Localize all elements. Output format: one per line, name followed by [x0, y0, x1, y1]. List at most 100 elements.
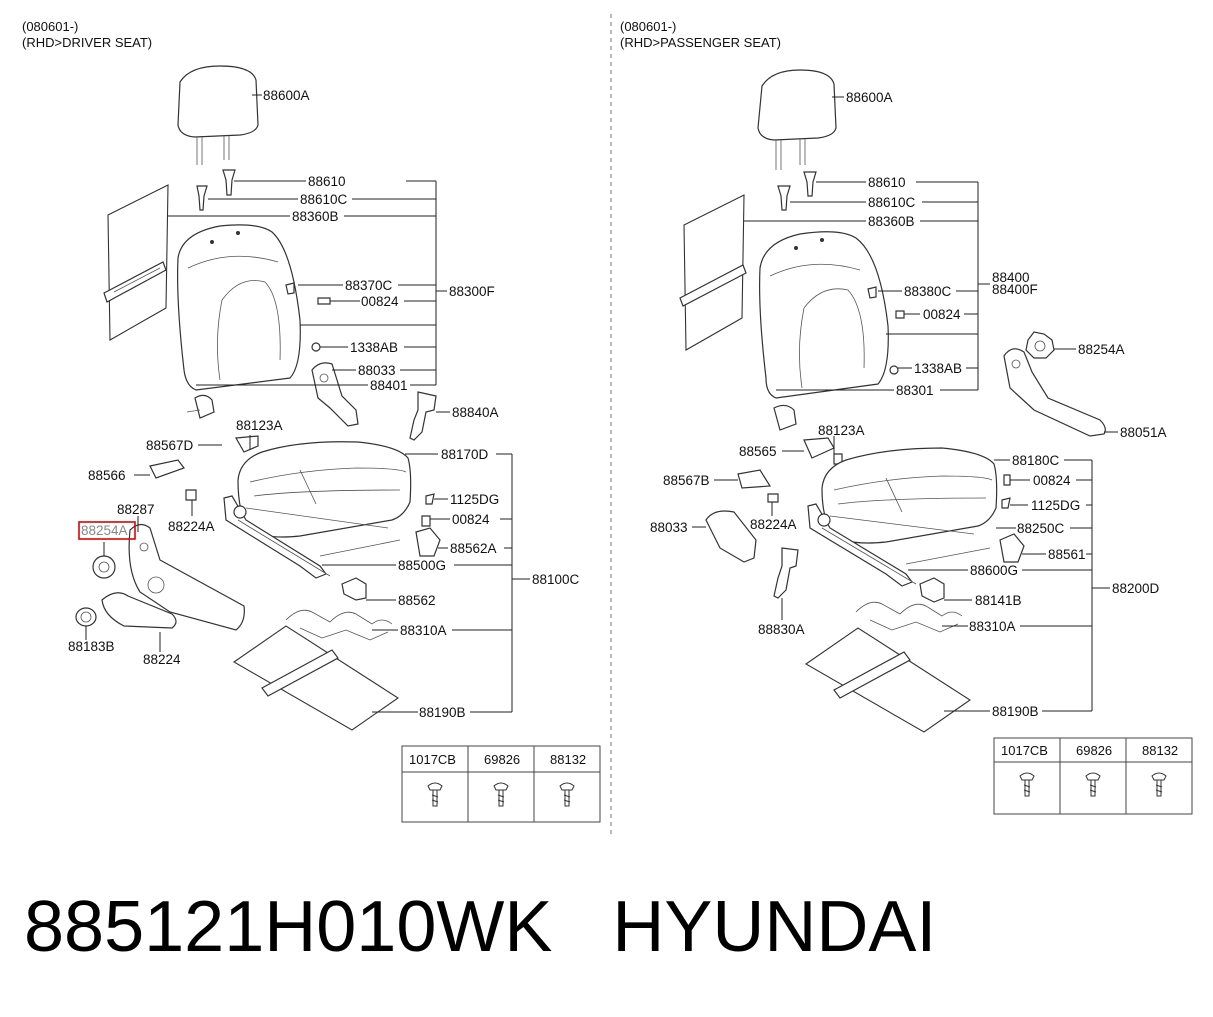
- driver-seat-panel: (080601-) (RHD>DRIVER SEAT): [22, 19, 601, 823]
- label-88370C: 88370C: [345, 278, 393, 293]
- label-88600A: 88600A: [846, 90, 893, 105]
- label-88301: 88301: [896, 383, 934, 398]
- label-88033: 88033: [358, 363, 396, 378]
- label-88100C: 88100C: [532, 572, 580, 587]
- table-header-88132: 88132: [550, 752, 586, 767]
- highlight-box-88254A: [78, 521, 136, 540]
- label-88567B: 88567B: [663, 473, 710, 488]
- label-88180C: 88180C: [1012, 453, 1060, 468]
- label-88123A: 88123A: [818, 423, 865, 438]
- label-88565: 88565: [739, 444, 777, 459]
- screw-icon: [559, 782, 575, 807]
- label-88190B: 88190B: [419, 705, 466, 720]
- passenger-seat-panel: (080601-) (RHD>PASSENGER SEAT): [620, 19, 1193, 815]
- brand-name: HYUNDAI: [612, 887, 937, 967]
- passenger-seat-belt-buckle: [773, 547, 799, 599]
- part-number: 885121H010WK: [24, 887, 553, 967]
- label-88562A: 88562A: [450, 541, 497, 556]
- label-88170D: 88170D: [441, 447, 489, 462]
- table-header-88132: 88132: [1142, 743, 1178, 758]
- driver-header-line1: (080601-): [22, 19, 78, 34]
- table-header-69826: 69826: [1076, 743, 1112, 758]
- label-1125DG: 1125DG: [1031, 498, 1080, 513]
- label-88610C: 88610C: [300, 192, 348, 207]
- label-88830A: 88830A: [758, 622, 805, 637]
- driver-side-cover: [128, 523, 245, 631]
- label-88224A: 88224A: [168, 519, 215, 534]
- label-88561: 88561: [1048, 547, 1086, 562]
- label-1125DG: 1125DG: [450, 492, 499, 507]
- passenger-headrest: [757, 69, 837, 141]
- driver-seat-pad: [232, 625, 399, 731]
- label-88141B: 88141B: [975, 593, 1022, 608]
- label-88600G: 88600G: [970, 563, 1018, 578]
- table-header-1017CB: 1017CB: [409, 752, 456, 767]
- label-88360B: 88360B: [868, 214, 915, 229]
- label-88250C: 88250C: [1017, 521, 1065, 536]
- screw-icon: [427, 782, 443, 807]
- passenger-back-board: [683, 194, 745, 351]
- label-88200D: 88200D: [1112, 581, 1160, 596]
- caption: 885121H010WK HYUNDAI: [24, 886, 936, 968]
- driver-headrest: [177, 65, 259, 138]
- driver-leader-lines: [85, 94, 530, 713]
- screw-icon: [1019, 772, 1035, 797]
- label-88123A: 88123A: [236, 418, 283, 433]
- label-00824-lower: 00824: [452, 512, 490, 527]
- label-88300F: 88300F: [449, 284, 495, 299]
- passenger-seat-pad: [804, 627, 971, 733]
- passenger-header-line2: (RHD>PASSENGER SEAT): [620, 35, 781, 50]
- label-88567D: 88567D: [146, 438, 194, 453]
- passenger-seat-spring: [855, 601, 963, 633]
- label-88400F: 88400F: [992, 282, 1038, 297]
- label-88566: 88566: [88, 468, 126, 483]
- label-88033: 88033: [650, 520, 688, 535]
- driver-seat-belt-buckle: [409, 391, 437, 441]
- label-88600A: 88600A: [263, 88, 310, 103]
- label-88401: 88401: [370, 378, 408, 393]
- driver-screw-table: 1017CB 69826 88132: [401, 745, 601, 823]
- label-88310A: 88310A: [400, 623, 447, 638]
- label-88562: 88562: [398, 593, 436, 608]
- label-1338AB: 1338AB: [350, 340, 398, 355]
- screw-icon: [493, 782, 509, 807]
- screw-icon: [1085, 772, 1101, 797]
- label-88224: 88224: [143, 652, 181, 667]
- label-88287: 88287: [117, 502, 155, 517]
- passenger-recline-knob: [1025, 331, 1055, 359]
- label-88610: 88610: [308, 174, 346, 189]
- label-00824: 00824: [923, 307, 961, 322]
- label-88051A: 88051A: [1120, 425, 1167, 440]
- label-88360B: 88360B: [292, 209, 339, 224]
- label-88610C: 88610C: [868, 195, 916, 210]
- label-88840A: 88840A: [452, 405, 499, 420]
- label-88183B: 88183B: [68, 639, 115, 654]
- label-88224A: 88224A: [750, 517, 797, 532]
- passenger-screw-table: 1017CB 69826 88132: [993, 737, 1193, 815]
- driver-seat-spring: [285, 609, 393, 641]
- label-88500G: 88500G: [398, 558, 446, 573]
- label-88380C: 88380C: [904, 284, 952, 299]
- passenger-leader-lines: [692, 96, 1118, 712]
- label-00824: 00824: [361, 294, 399, 309]
- label-88190B: 88190B: [992, 704, 1039, 719]
- label-88254A-highlighted: 88254A: [81, 523, 128, 538]
- label-1338AB: 1338AB: [914, 361, 962, 376]
- screw-icon: [1151, 772, 1167, 797]
- seat-parts-diagram: (080601-) (RHD>DRIVER SEAT): [22, 14, 1193, 835]
- label-88400: 88400: [992, 270, 1030, 285]
- passenger-header-line1: (080601-): [620, 19, 676, 34]
- driver-back-board: [107, 184, 169, 341]
- passenger-seat-back: [759, 231, 889, 399]
- driver-seat-back: [177, 224, 301, 391]
- label-88310A: 88310A: [969, 619, 1016, 634]
- table-header-69826: 69826: [484, 752, 520, 767]
- driver-seat-cushion: [237, 441, 412, 538]
- label-00824-lower: 00824: [1033, 473, 1071, 488]
- label-88254A: 88254A: [1078, 342, 1125, 357]
- passenger-side-cover: [1003, 348, 1106, 437]
- driver-recline-knob: [92, 555, 116, 579]
- table-header-1017CB: 1017CB: [1001, 743, 1048, 758]
- passenger-seat-cushion: [821, 447, 998, 544]
- label-88610: 88610: [868, 175, 906, 190]
